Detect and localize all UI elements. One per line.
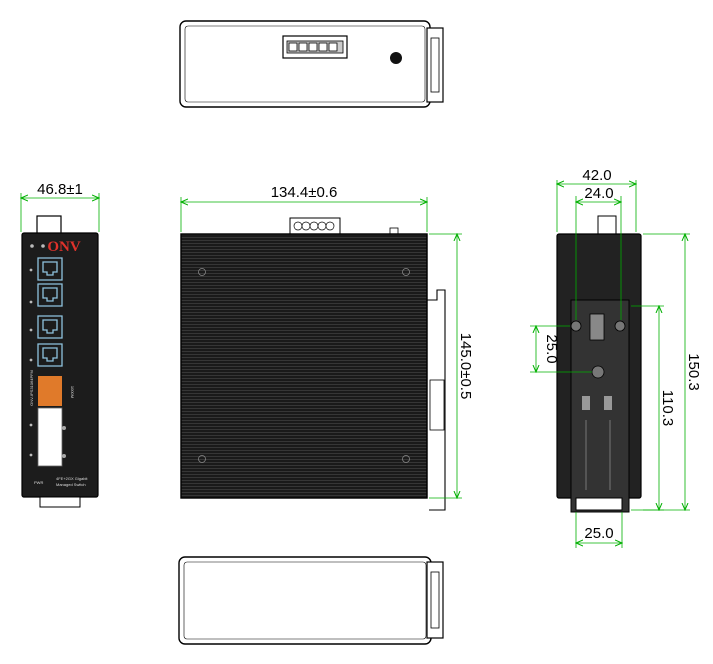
bottom-view	[178, 556, 444, 645]
back-total-height-label: 150.3	[685, 353, 702, 391]
side-width-dimension	[181, 197, 427, 232]
front-width-label: 46.8±1	[37, 181, 83, 198]
back-rail-height-dimension	[631, 306, 664, 510]
side-width-label: 134.4±0.6	[271, 184, 338, 201]
front-width-dimension	[21, 193, 99, 232]
top-view-body	[179, 20, 431, 108]
sfp-slot	[37, 407, 63, 467]
back-hole-spacing-dimension	[530, 326, 592, 372]
mount-hole-center	[591, 365, 605, 379]
pwr-label: PWR	[34, 480, 43, 485]
top-view	[179, 20, 444, 108]
led-column	[29, 244, 45, 362]
back-terminal	[597, 215, 617, 235]
back-hole-spacing-label: 25.0	[543, 334, 560, 363]
din-clip-bottom	[426, 561, 444, 639]
side-view: 134.4±0.6 145.0±0.5	[180, 184, 474, 511]
back-clip-width-label: 25.0	[584, 525, 613, 542]
rj45-ports	[37, 257, 63, 367]
back-clip-width-dimension	[576, 512, 622, 548]
din-clip-top	[426, 27, 444, 103]
bottom-view-body	[178, 556, 432, 645]
front-terminal	[36, 215, 62, 235]
back-inner-width-dimension	[576, 196, 621, 320]
model-badge	[38, 376, 62, 406]
mount-screws	[198, 268, 410, 463]
side-height-dimension	[429, 234, 462, 498]
back-view: 42.0 24.0 25.0 150.3 110.3	[530, 167, 702, 548]
back-total-height-dimension	[643, 234, 690, 510]
bottom-text-1: 4FE+2GX Gigabit	[56, 476, 88, 481]
back-inner-width-label: 24.0	[584, 185, 613, 202]
ground-screw	[390, 52, 402, 64]
front-bottom-clip	[39, 496, 81, 508]
mount-hole-right	[614, 320, 626, 332]
back-total-width-dimension	[557, 180, 636, 232]
back-rail-height-label: 110.3	[659, 390, 676, 426]
product-label: ONV-IPS31064PFM	[29, 370, 34, 406]
mount-hole-left	[570, 320, 582, 332]
badge-text: 1000M	[70, 386, 75, 398]
side-height-label: 145.0±0.5	[457, 333, 474, 400]
din-plate	[570, 299, 630, 513]
back-total-width-label: 42.0	[582, 167, 611, 184]
brand-logo: ONV	[47, 239, 81, 255]
bottom-text-2: Managed Switch	[56, 482, 86, 487]
din-rail-clip	[426, 234, 446, 511]
front-view: ONV 1000M ONV-IPS31064PFM PWR 4FE+2GX Gi…	[21, 181, 99, 508]
heatsink-body	[180, 233, 428, 499]
